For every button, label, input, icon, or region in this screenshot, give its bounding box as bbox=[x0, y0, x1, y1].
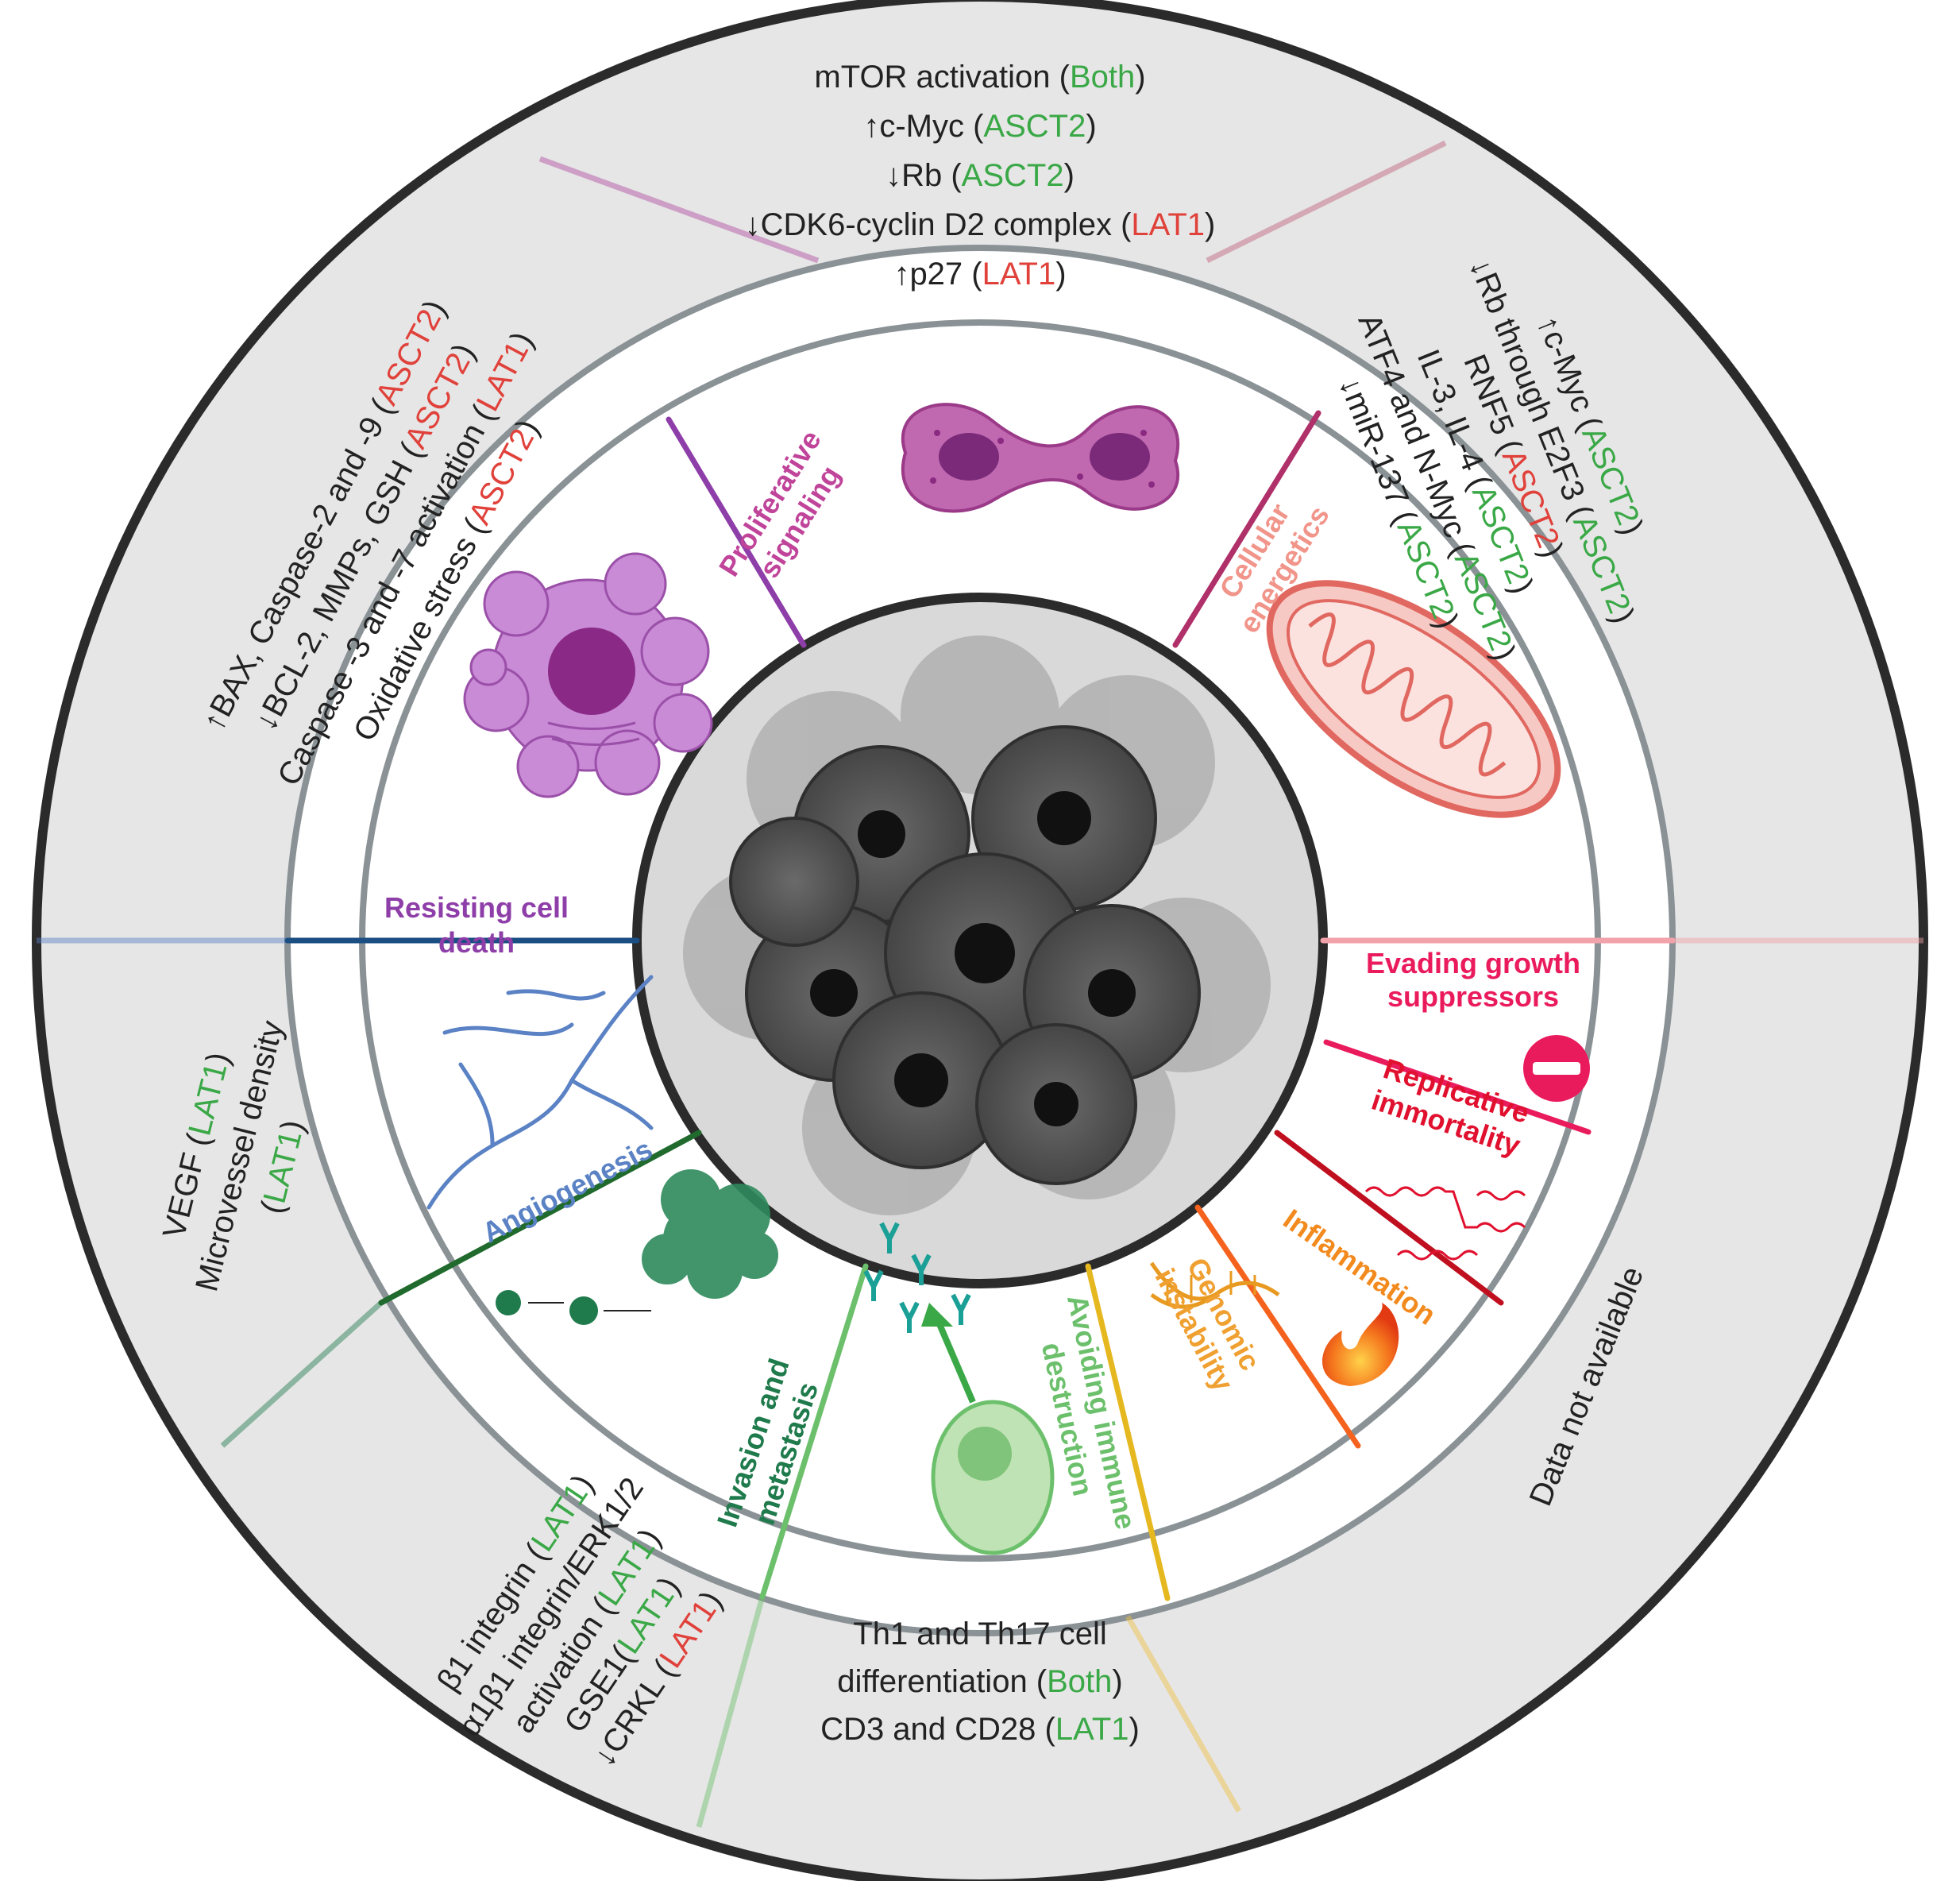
apoptotic-cell-icon bbox=[463, 552, 713, 798]
dna-helix-icon bbox=[1149, 1261, 1280, 1309]
outer-annotation-top: mTOR activation (Both)↑c-Myc (ASCT2)↓Rb … bbox=[745, 60, 1216, 292]
outer-dividers bbox=[37, 140, 1923, 1828]
no-entry-icon bbox=[1523, 1035, 1590, 1102]
flame-icon bbox=[1322, 1303, 1399, 1386]
mitochondrion-icon bbox=[1266, 580, 1561, 818]
blood-vessel-icon bbox=[426, 975, 654, 1210]
dividing-cell-icon bbox=[901, 403, 1180, 513]
chromosome-strand-icon bbox=[1364, 1186, 1526, 1261]
metastasis-icon bbox=[496, 1169, 778, 1325]
inner-dividers bbox=[284, 410, 1676, 1601]
tumor-cluster-icon bbox=[683, 635, 1271, 1215]
immune-cell-icon bbox=[863, 1222, 1055, 1555]
